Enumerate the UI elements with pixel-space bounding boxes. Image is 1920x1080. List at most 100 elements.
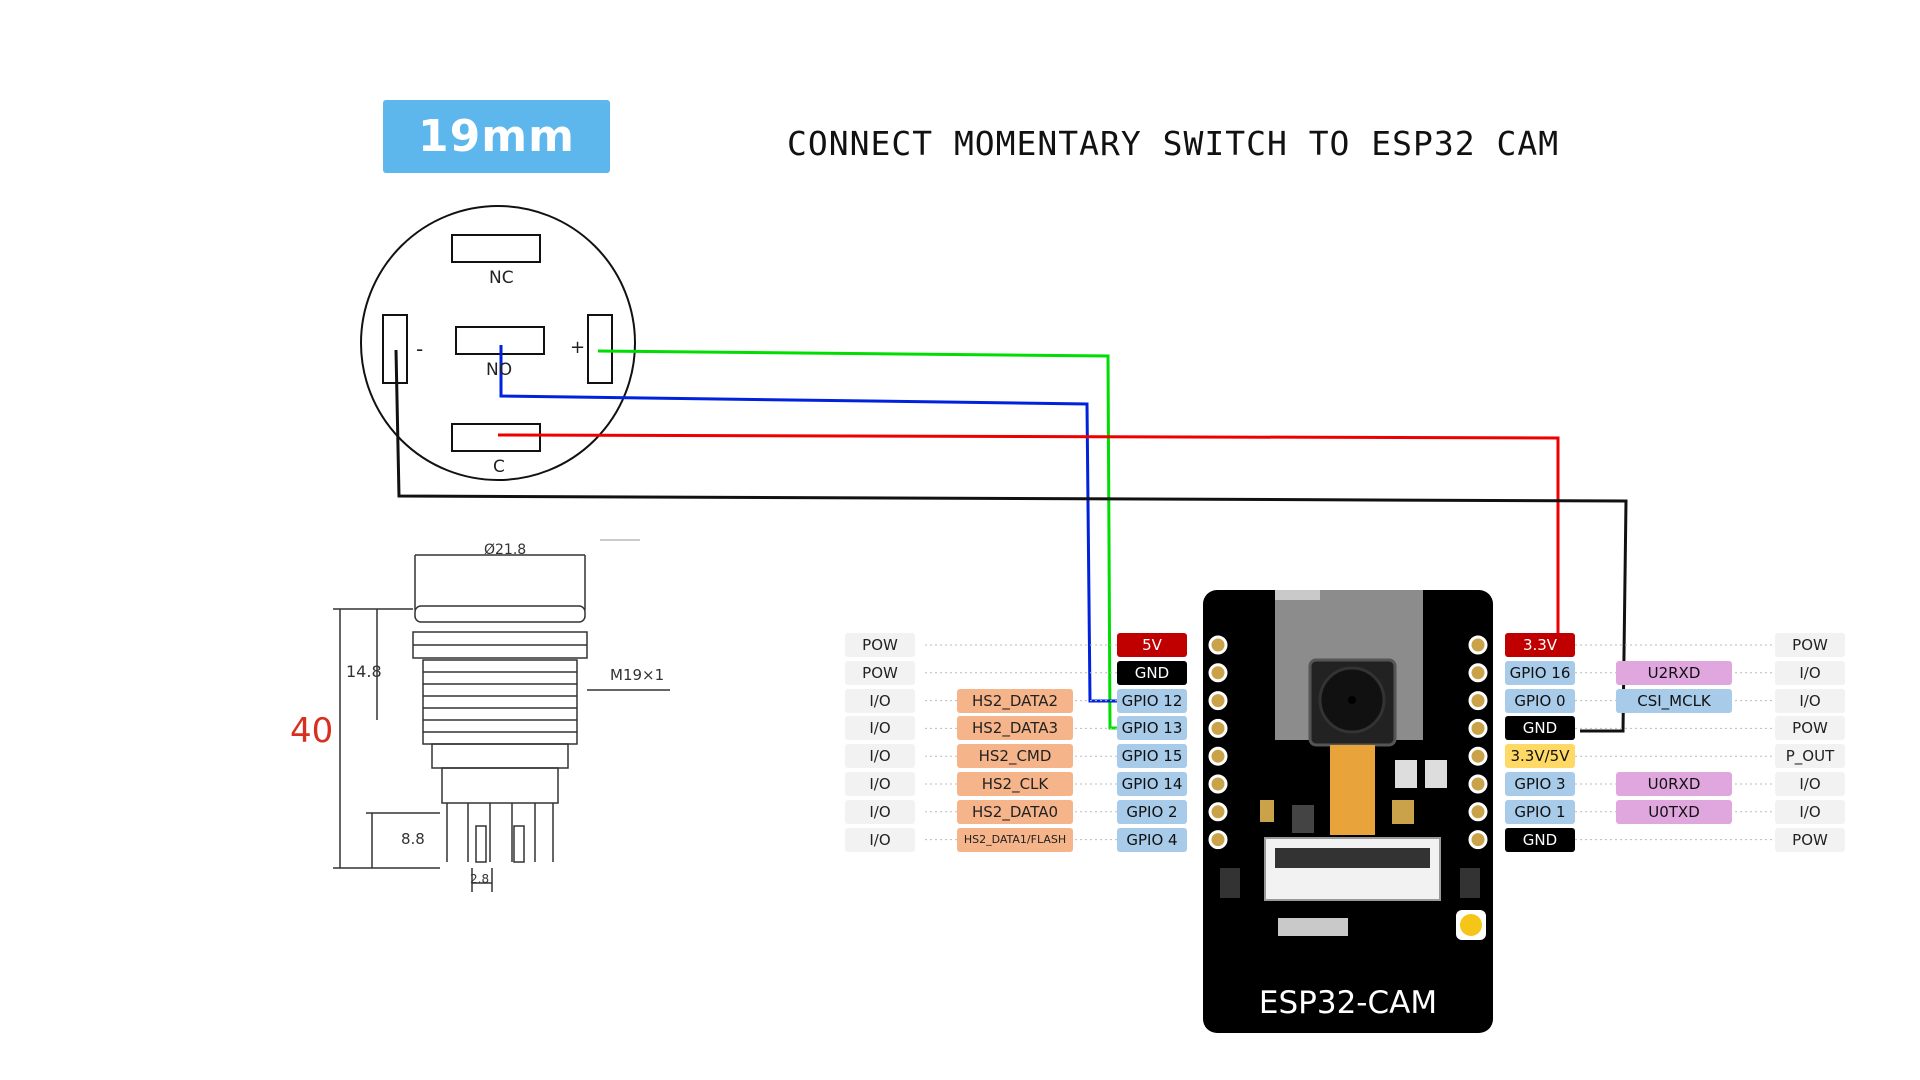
nc-label: NC	[489, 268, 514, 288]
left-silk-label: IO2	[1196, 805, 1205, 819]
right-pin-hole	[1468, 663, 1488, 683]
no-label: NO	[486, 360, 513, 380]
board-silkscreen: 5VGNDIO12IO13IO15IO14IO2IO43V3IO16IO0GND…	[1196, 637, 1500, 849]
right-pin-alt-function: U0RXD	[1616, 772, 1732, 796]
left-pin-hole	[1208, 691, 1228, 711]
right-pin-function: POW	[1775, 633, 1845, 657]
right-pin-name: GND	[1505, 716, 1575, 741]
plus-terminal	[587, 314, 613, 384]
plus-label: +	[570, 337, 586, 358]
left-pin-hole	[1208, 830, 1228, 850]
left-pin-name: GPIO 4	[1117, 827, 1187, 852]
right-pin-hole	[1468, 746, 1488, 766]
right-pin-name: GPIO 0	[1505, 688, 1575, 713]
right-pin-name: GPIO 3	[1505, 772, 1575, 796]
right-silk-label: GND	[1491, 719, 1500, 737]
right-silk-label: GND	[1491, 830, 1500, 848]
left-pin-alt-function: HS2_DATA0	[957, 799, 1073, 824]
right-pin-alt-function: U0TXD	[1616, 799, 1732, 824]
left-pin-alt-function: HS2_CLK	[957, 772, 1073, 796]
left-pin-alt-function: HS2_CMD	[957, 744, 1073, 769]
right-silk-label: 3V3	[1491, 637, 1500, 653]
left-pin-alt-function: HS2_DATA1/FLASH	[957, 827, 1073, 852]
right-silk-label: IO16	[1491, 663, 1500, 682]
left-silk-label: IO13	[1196, 719, 1205, 738]
right-pin-name: GPIO 1	[1505, 799, 1575, 824]
right-pin-function: I/O	[1775, 660, 1845, 685]
right-pin-name: GND	[1505, 827, 1575, 852]
left-pin-function: I/O	[845, 827, 915, 852]
left-pin-function: I/O	[845, 799, 915, 824]
left-pin-name: 5V	[1117, 633, 1187, 657]
left-pin-function: POW	[845, 660, 915, 685]
left-pin-alt-function: HS2_DATA3	[957, 716, 1073, 741]
right-pin-function: I/O	[1775, 799, 1845, 824]
left-pin-hole	[1208, 635, 1228, 655]
left-silk-label: IO15	[1196, 747, 1205, 766]
left-silk-label: GND	[1196, 664, 1205, 682]
right-pin-name: 3.3V	[1505, 633, 1575, 657]
left-pin-function: I/O	[845, 688, 915, 713]
wire-blue-no-to-gpio12	[499, 345, 1133, 703]
right-pin-hole	[1468, 830, 1488, 850]
left-pin-hole	[1208, 718, 1228, 738]
right-pin-name: 3.3V/5V	[1505, 744, 1575, 769]
left-pin-function: I/O	[845, 772, 915, 796]
left-pin-name: GPIO 14	[1117, 772, 1187, 796]
left-pin-name: GPIO 15	[1117, 744, 1187, 769]
left-silk-label: 5V	[1196, 639, 1205, 650]
right-pin-hole	[1468, 718, 1488, 738]
right-silk-label: U0R	[1491, 776, 1500, 793]
left-pin-hole	[1208, 774, 1228, 794]
right-pin-hole	[1468, 802, 1488, 822]
thread-label: M19×1	[610, 666, 665, 684]
right-pin-function: I/O	[1775, 688, 1845, 713]
height-label: 14.8	[346, 662, 382, 681]
nc-terminal	[451, 234, 541, 263]
right-silk-label: VCC	[1491, 748, 1500, 765]
board-name: ESP32-CAM	[1258, 985, 1438, 1021]
esp32-cam-board	[1203, 590, 1493, 1033]
left-pin-function: I/O	[845, 744, 915, 769]
right-pin-alt-function: U2RXD	[1616, 660, 1732, 685]
left-pin-function: I/O	[845, 716, 915, 741]
left-silk-label: IO4	[1196, 833, 1205, 847]
camera-ribbon	[1330, 745, 1375, 835]
diameter-label: Ø21.8	[484, 542, 527, 558]
right-pin-function: POW	[1775, 716, 1845, 741]
wire-red-c-to-3v3	[497, 433, 1560, 643]
total-height-label: 40	[290, 711, 334, 751]
switch-top-view	[360, 205, 636, 481]
right-pin-hole	[1468, 691, 1488, 711]
lower-height-label: 8.8	[401, 830, 425, 848]
left-silk-label: IO14	[1196, 775, 1205, 794]
right-pin-hole	[1468, 635, 1488, 655]
right-pin-name: GPIO 16	[1505, 660, 1575, 685]
minus-label: -	[416, 337, 424, 361]
camera-connector	[1264, 837, 1441, 901]
c-label: C	[493, 457, 505, 477]
left-pin-hole	[1208, 746, 1228, 766]
left-pin-name: GPIO 2	[1117, 799, 1187, 824]
right-silk-label: U0T	[1491, 804, 1500, 820]
size-badge: 19mm	[383, 100, 610, 173]
right-pin-function: P_OUT	[1775, 744, 1845, 769]
left-pin-name: GND	[1117, 660, 1187, 685]
left-pin-name: GPIO 12	[1117, 688, 1187, 713]
right-pin-function: POW	[1775, 827, 1845, 852]
diagram-title: CONNECT MOMENTARY SWITCH TO ESP32 CAM	[787, 124, 1560, 163]
left-pin-hole	[1208, 802, 1228, 822]
left-pin-name: GPIO 13	[1117, 716, 1187, 741]
pin-gap-label: 2.8	[470, 872, 490, 886]
right-pin-function: I/O	[1775, 772, 1845, 796]
left-silk-label: IO12	[1196, 691, 1205, 710]
left-pin-hole	[1208, 663, 1228, 683]
c-terminal	[451, 423, 541, 452]
wire-black-minus-to-gnd	[394, 349, 1628, 733]
right-silk-label: IO0	[1491, 694, 1500, 708]
left-pin-function: POW	[845, 633, 915, 657]
right-pin-alt-function: CSI_MCLK	[1616, 688, 1732, 713]
right-pin-hole	[1468, 774, 1488, 794]
